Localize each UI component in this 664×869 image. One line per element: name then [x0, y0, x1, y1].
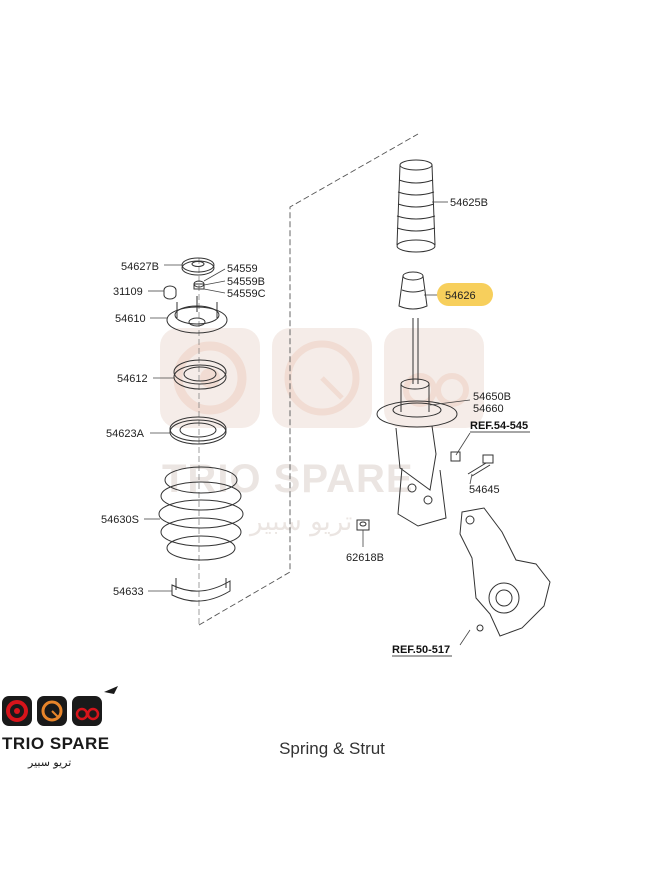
- assembly-frame: [198, 133, 419, 626]
- label-54559C: 54559C: [227, 288, 266, 300]
- watermark-engine-icon: [384, 328, 484, 428]
- watermark-brand: TRIO SPARE: [162, 457, 414, 501]
- watermark: TRIO SPARE تريو سبير: [160, 328, 484, 537]
- label-54612: 54612: [117, 373, 148, 385]
- logo-icons: [2, 686, 118, 726]
- logo-arabic-name: تريو سبير: [27, 756, 71, 769]
- part-54626-bump-stop: [398, 271, 428, 310]
- part-ref54545-nut: [450, 451, 461, 462]
- part-31109-cap: [163, 285, 177, 300]
- part-knuckle: [459, 507, 551, 637]
- part-54650B-strut: [376, 318, 458, 527]
- label-54559B: 54559B: [227, 276, 265, 288]
- label-54633: 54633: [113, 586, 144, 598]
- watermark-wheel-icon: [160, 328, 260, 428]
- part-54610-mount: [166, 296, 228, 334]
- label-54630S: 54630S: [101, 514, 139, 526]
- label-54625B: 54625B: [450, 197, 488, 209]
- label-31109: 31109: [113, 286, 143, 298]
- part-54625B-boot: [396, 159, 436, 253]
- part-54645-bolt: [467, 454, 494, 477]
- label-ref-54-545: REF.54-545: [470, 420, 528, 432]
- label-54610: 54610: [115, 313, 146, 325]
- brand-logo: TRIO SPARE تريو سبير: [2, 686, 118, 769]
- label-54559: 54559: [227, 263, 258, 275]
- part-62618B-nut: [356, 519, 370, 531]
- part-54612-bearing: [173, 359, 227, 390]
- label-54626: 54626: [445, 290, 476, 302]
- label-54645: 54645: [469, 484, 500, 496]
- label-54650B: 54650B: [473, 391, 511, 403]
- highlight-54626: [437, 283, 493, 306]
- part-54630S-spring: [158, 466, 244, 561]
- label-ref-50-517: REF.50-517: [392, 644, 450, 656]
- label-62618B: 62618B: [346, 552, 384, 564]
- part-54623A-seat: [169, 416, 227, 445]
- label-54627B: 54627B: [121, 261, 159, 273]
- part-54627B-cap: [181, 257, 215, 276]
- label-54660: 54660: [473, 403, 504, 415]
- diagram-caption: Spring & Strut: [279, 739, 385, 758]
- label-54623A: 54623A: [106, 428, 145, 440]
- watermark-gauge-icon: [272, 328, 372, 428]
- logo-brand-name: TRIO SPARE: [2, 734, 110, 753]
- part-54633-pad: [171, 578, 231, 602]
- part-labels: 54627B 54559 54559B 54559C 31109 54610 5…: [101, 197, 528, 656]
- watermark-arabic: تريو سبير: [248, 507, 352, 537]
- part-54559-nut: [193, 280, 205, 290]
